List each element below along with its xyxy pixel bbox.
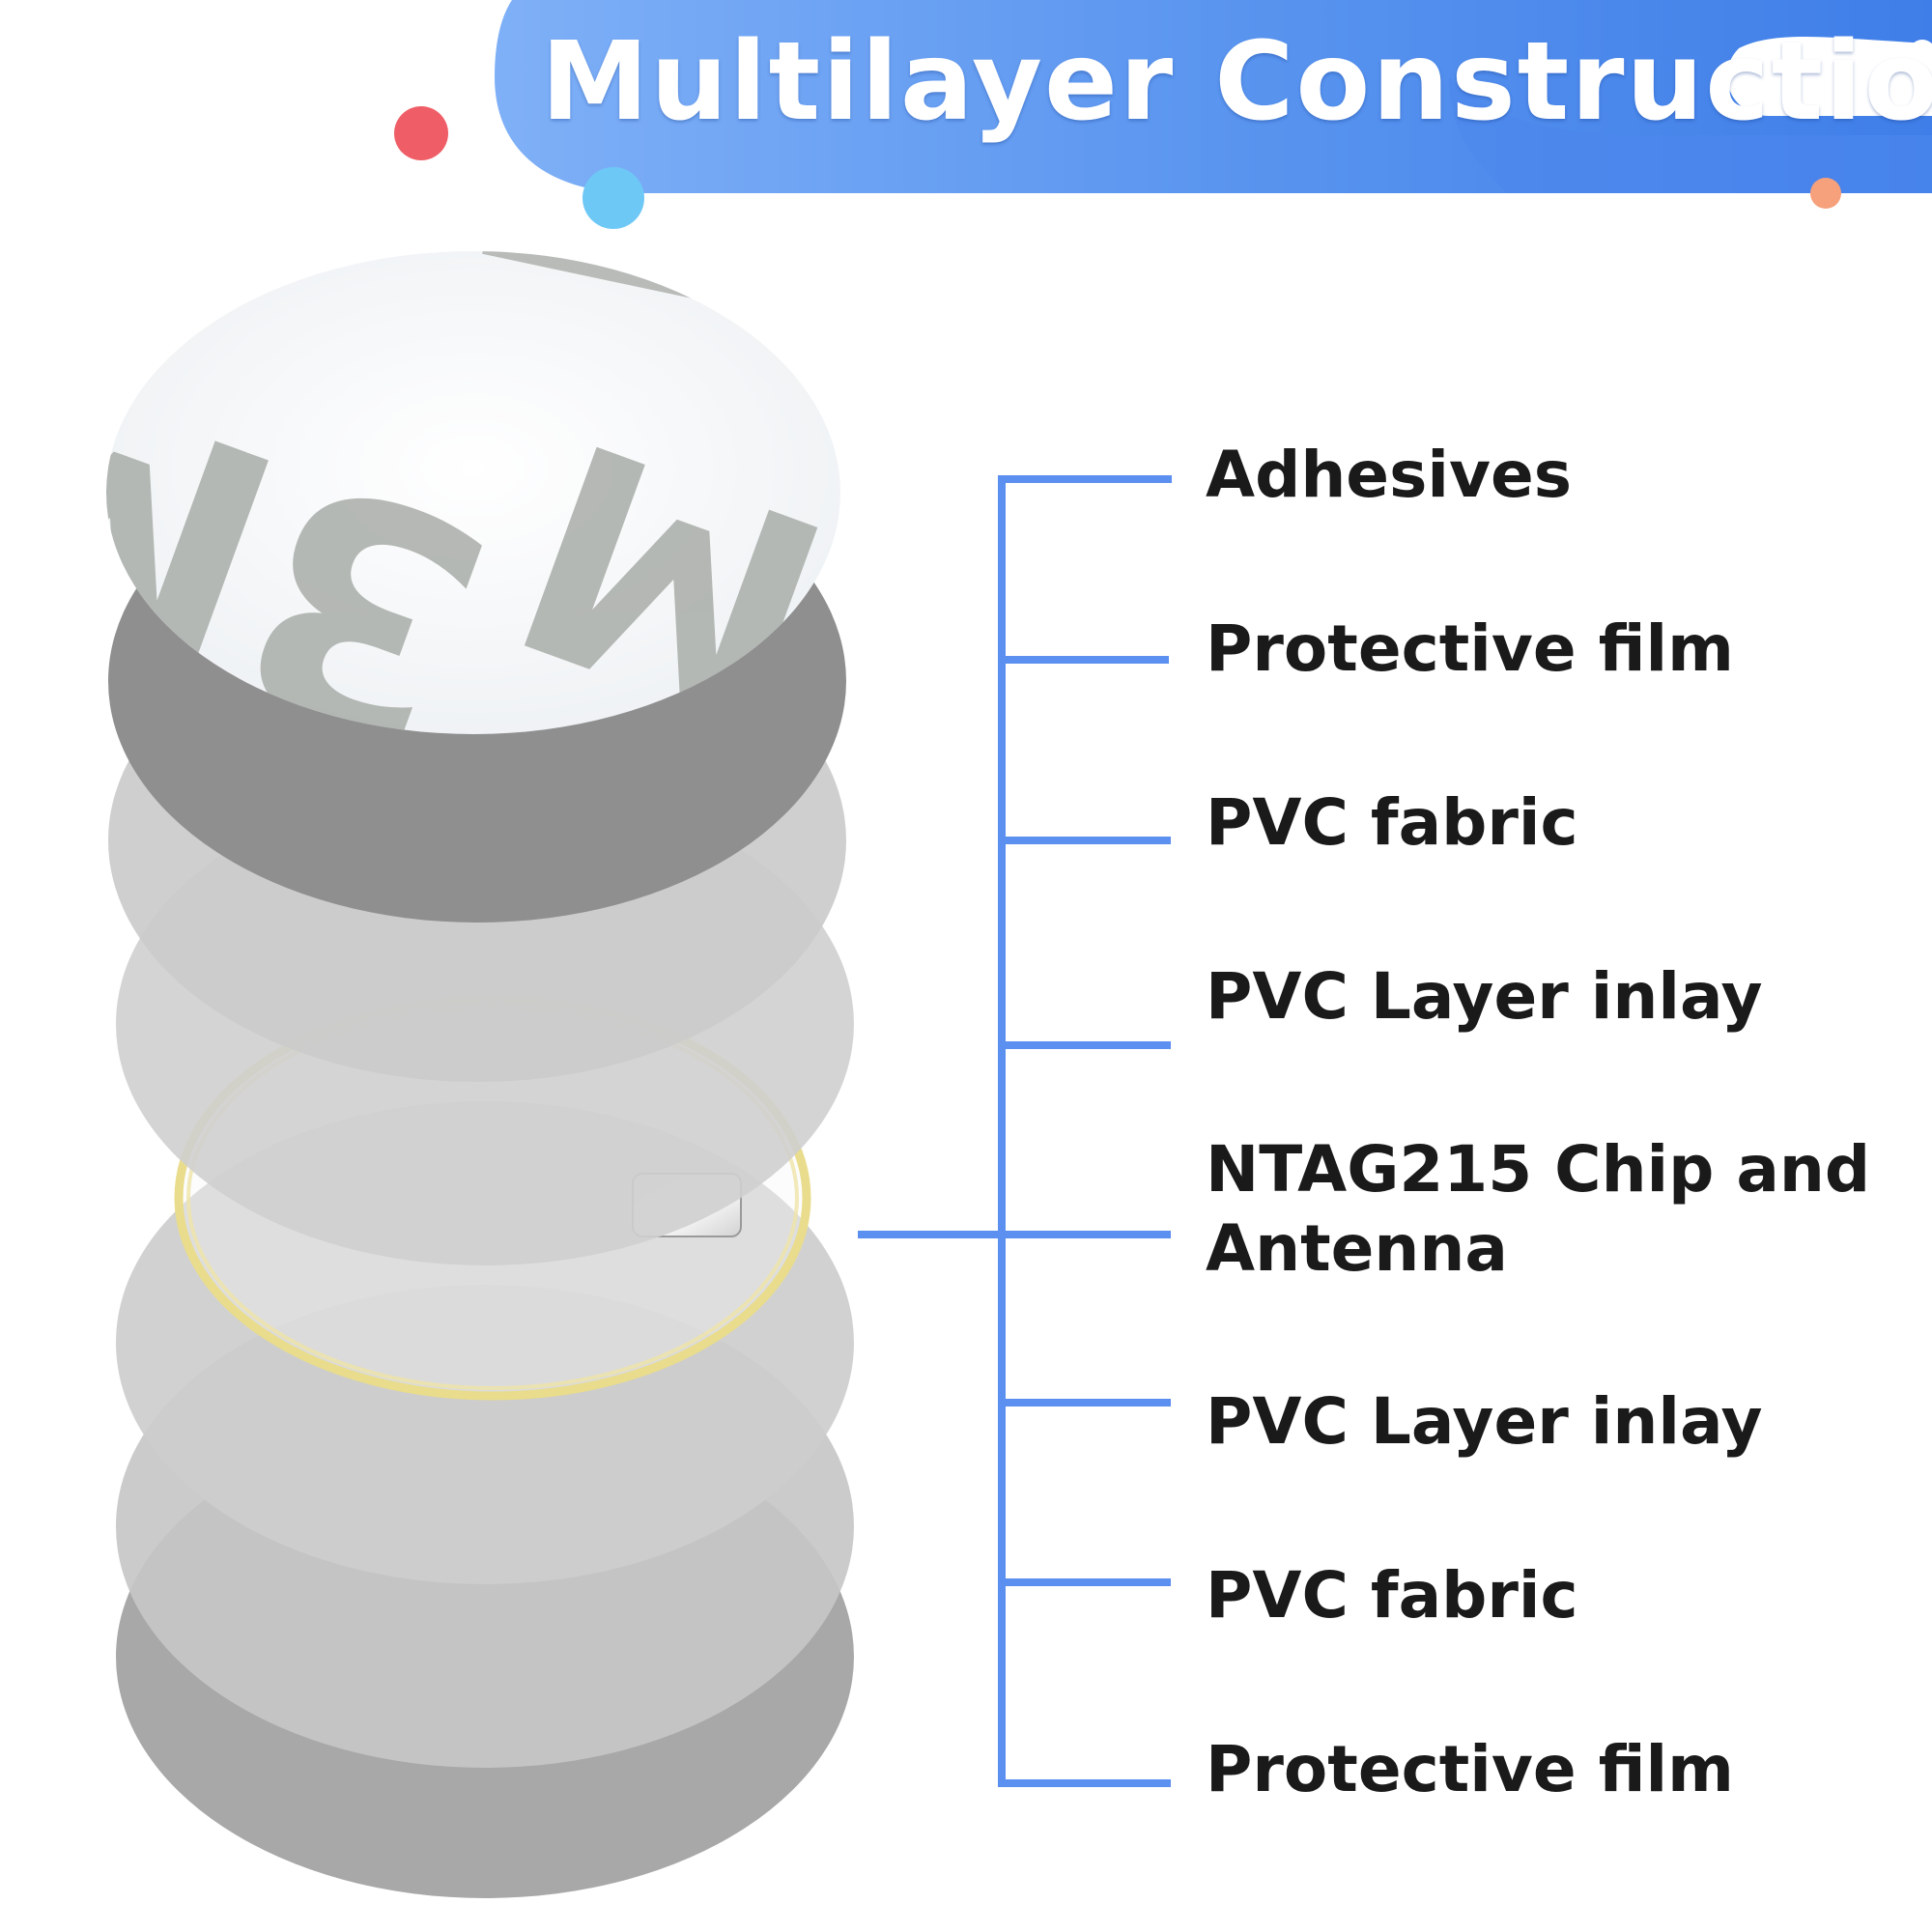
layer-disc-adhesive: 3M 3M bbox=[106, 251, 840, 734]
label-pvc-fabric-bottom: PVC fabric bbox=[1206, 1558, 1578, 1633]
label-pvc-fabric-top: PVC fabric bbox=[1206, 785, 1578, 860]
diagram-title: Multilayer Construction bbox=[541, 19, 1932, 145]
label-pvc-inlay-bottom: PVC Layer inlay bbox=[1206, 1384, 1763, 1459]
decor-dot-red bbox=[394, 106, 448, 160]
label-pvc-inlay-top: PVC Layer inlay bbox=[1206, 959, 1763, 1034]
title-banner bbox=[495, 0, 1932, 193]
label-chip-antenna: NTAG215 Chip and Antenna bbox=[1206, 1132, 1871, 1286]
label-adhesives: Adhesives bbox=[1206, 438, 1573, 512]
decor-dot-cyan bbox=[582, 167, 644, 229]
label-protective-film-top: Protective film bbox=[1206, 611, 1734, 686]
disc-stack: 3M 3M bbox=[106, 251, 854, 1898]
label-protective-film-bottom: Protective film bbox=[1206, 1732, 1734, 1806]
decor-dot-orange bbox=[1810, 178, 1841, 209]
callout-bracket bbox=[858, 475, 1172, 1787]
